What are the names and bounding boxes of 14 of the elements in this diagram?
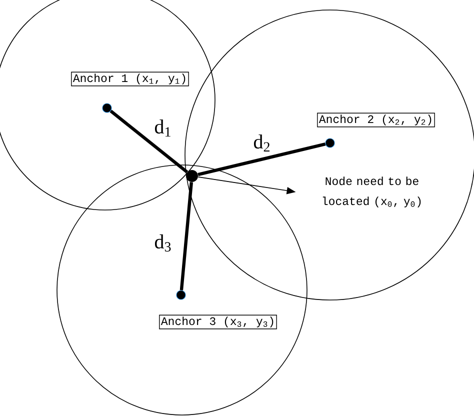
distance-line: [180, 182, 194, 290]
node-label: Node need to be located (x$_{0}$, y$_{0}$): [322, 176, 421, 208]
anchor-dot: [102, 103, 112, 113]
distance-line: [110, 110, 188, 174]
anchor-label: Anchor 3 (x$_{3}$, y$_{3}$): [159, 314, 277, 330]
edge-label: d$_{1}$: [154, 120, 170, 136]
edge-label: d$_{3}$: [154, 234, 171, 252]
target-node-dot: [186, 170, 198, 182]
edge-label: d$_{2}$: [254, 134, 270, 152]
anchor-label: Anchor 2 (x$_{2}$, y$_{2}$): [317, 112, 435, 128]
anchor-label: Anchor 1 (x$_{1}$, y$_{1}$): [71, 72, 189, 86]
anchor-dot: [325, 138, 335, 148]
distance-line: [198, 142, 326, 176]
anchor-dot: [176, 290, 186, 300]
